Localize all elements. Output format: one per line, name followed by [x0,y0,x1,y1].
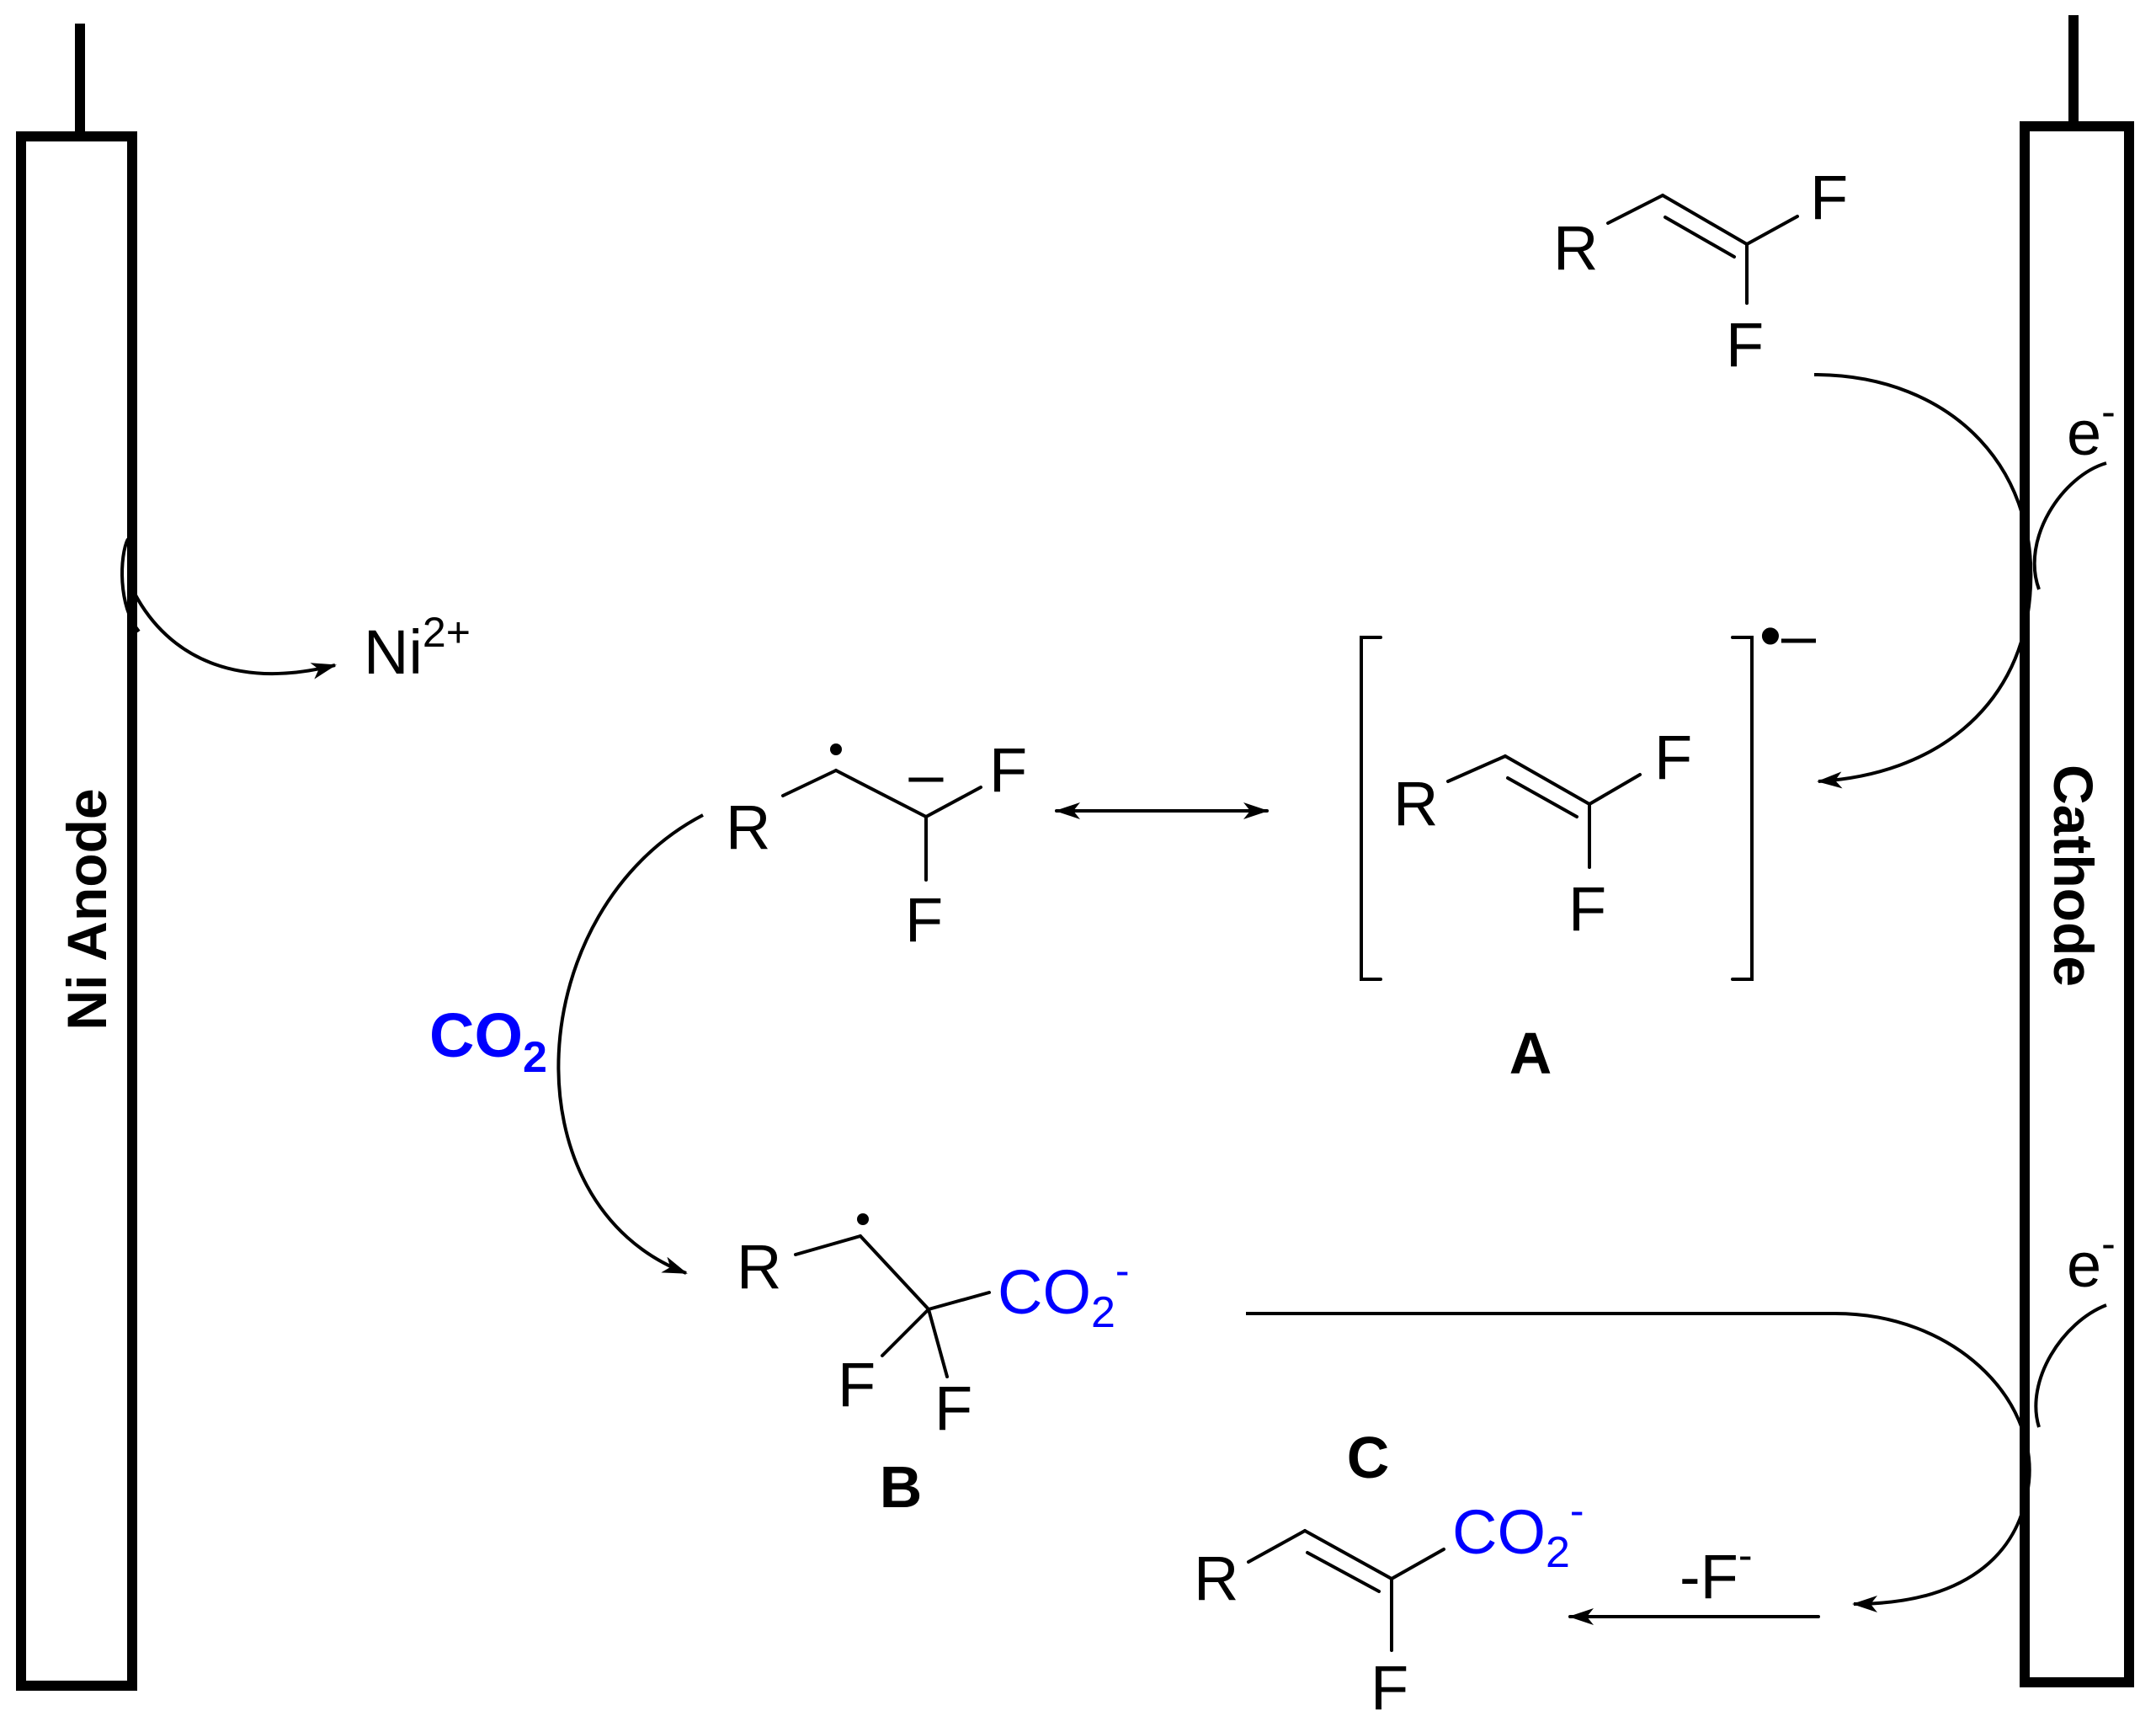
bond [881,1308,930,1357]
carbanion-radical: R – F F [726,735,1027,955]
bond [924,786,982,818]
atom-f: F [1726,310,1764,380]
radical-anion-a: •– R F F A [1360,600,1817,1086]
bond [1745,215,1799,246]
atom-r: R [1553,213,1598,283]
bracket-right [1731,636,1754,981]
double-bond-inner [1664,216,1736,258]
bond [859,1234,930,1311]
co2-addition: CO2 [429,813,704,1275]
atom-f: F [1568,874,1606,944]
radical-dot [830,743,842,755]
reduction-arrow-a [1813,373,2033,789]
bond [1446,754,1507,783]
starting-difluoroalkene: R F F [1553,163,1848,380]
cathode-body [2020,121,2134,1687]
atom-f: F [934,1373,972,1443]
label-c: C [1347,1425,1390,1490]
atom-f: F [1810,163,1848,232]
double-bond-inner [1506,776,1578,818]
atom-f: F [905,885,943,955]
bond [781,769,838,797]
bond [1588,773,1642,806]
carboxylate-group: CO2- [1452,1487,1584,1577]
bond [1661,194,1749,246]
carboxylate-radical-b: R CO2- F F B [737,1213,1130,1520]
cathode-label: Cathode [2042,765,2105,987]
atom-f: F [838,1350,876,1420]
double-bond-inner [1306,1551,1381,1593]
bond [927,1291,991,1311]
bond [834,769,928,818]
electron-label: e- [2067,1220,2116,1300]
bond [927,1308,949,1378]
bracket-left [1360,636,1382,981]
bond [794,1234,862,1256]
bond [1247,1529,1307,1564]
anode-oxidation: Ni2+ [120,538,471,687]
label-a: A [1509,1021,1552,1086]
cathode: Cathode [2020,15,2134,1687]
radical-anion-charge: •– [1759,600,1817,670]
anode-body [16,131,137,1691]
cathode-reduction-bottom: e- [1246,1220,2116,1612]
atom-r: R [1393,769,1438,839]
ni-ion-label: Ni2+ [364,609,471,687]
atom-f: F [989,735,1027,805]
electron-arc [2034,1303,2107,1428]
electron-arc [2032,461,2107,590]
product-c: C R CO2- F [1194,1425,1584,1716]
atom-f: F [1371,1653,1408,1716]
ni-anode: Ni Anode [16,24,137,1691]
fluoride-loss-label: -F- [1680,1532,1753,1612]
bond [1606,194,1664,225]
bond [1504,754,1591,806]
bond [1390,1548,1445,1580]
atom-r: R [737,1232,781,1302]
anode-label: Ni Anode [56,788,118,1030]
atom-r: R [726,792,770,862]
anode-arc-cap [120,538,141,633]
electron-label: e- [2067,388,2116,468]
atom-r: R [1194,1543,1238,1613]
bond [1303,1529,1393,1580]
co2-reagent: CO2 [429,1000,547,1082]
cathode-reduction-top: e- [1813,373,2116,789]
reduction-arrow-b [1246,1312,2031,1612]
atom-f: F [1654,722,1692,792]
carboxylate-group: CO2- [998,1247,1130,1337]
radical-dot [857,1213,869,1225]
co2-addition-arrow [556,813,704,1275]
anion-charge: – [908,739,944,809]
label-b: B [880,1454,923,1520]
ni-release-arrow [133,593,337,679]
fluoride-elimination: -F- [1568,1532,1820,1625]
